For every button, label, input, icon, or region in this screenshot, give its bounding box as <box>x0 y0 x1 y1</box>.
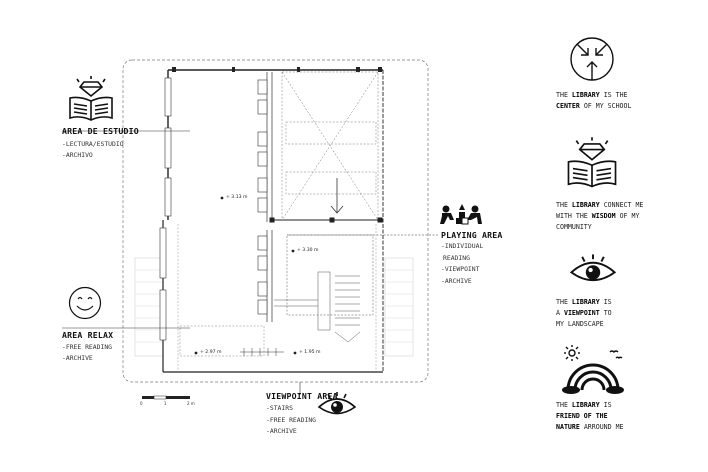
zone-playing: PLAYING AREA -INDIVIDUAL READING -VIEWPO… <box>441 230 503 287</box>
relax-zone-outline <box>179 325 265 357</box>
stmt-text: THE <box>556 298 568 306</box>
zone-item: -VIEWPOINT <box>441 265 480 273</box>
stmt-text: THE <box>556 201 568 209</box>
eye-icon <box>317 392 357 415</box>
stmt-text: IS THE <box>603 91 628 99</box>
playing-children-icon <box>440 204 482 225</box>
stmt-emph: FRIEND OF THE <box>556 412 608 420</box>
level-label: + 3.30 m <box>297 248 319 253</box>
stmt-text: COMMUNITY <box>556 223 592 231</box>
stmt-emph: LIBRARY <box>571 298 600 306</box>
zone-relax: AREA RELAX -FREE READING -ARCHIVE <box>62 330 113 363</box>
statement-wisdom: THE LIBRARY CONNECT ME WITH THE WISDOM O… <box>556 200 643 233</box>
stmt-text: OF MY <box>619 212 640 220</box>
zone-item: -FREE READING <box>266 415 317 424</box>
zone-item: -STAIRS <box>266 404 293 412</box>
zone-title: VIEWPOINT AREA <box>266 391 338 401</box>
zone-item: READING <box>443 253 470 262</box>
stmt-text: CONNECT ME <box>603 201 644 209</box>
scale-bar <box>142 395 190 400</box>
zone-item: -ARCHIVE <box>441 276 472 285</box>
stmt-text: A <box>556 309 560 317</box>
stmt-emph: LIBRARY <box>571 401 600 409</box>
zone-item: -ARCHIVE <box>62 353 93 362</box>
statement-nature: THE LIBRARY IS FRIEND OF THE NATURE ARRO… <box>556 400 624 433</box>
zone-item: -ARCHIVO <box>62 150 93 159</box>
stmt-text: WITH THE <box>556 212 588 220</box>
zone-item: -ARCHIVE <box>266 427 297 436</box>
double-height-void <box>281 71 379 221</box>
stmt-text: OF MY SCHOOL <box>583 102 632 110</box>
stmt-text: MY LANDSCAPE <box>556 320 604 328</box>
top-wall-posts <box>172 67 382 72</box>
level-markers <box>194 196 297 355</box>
level-label: + 1.95 m <box>299 350 321 355</box>
stairs <box>274 271 361 343</box>
eye-icon <box>569 254 617 282</box>
shelves <box>257 79 268 315</box>
book-diamond-icon <box>69 76 113 121</box>
center-arrows-icon <box>570 37 614 81</box>
rainbow-icon <box>562 345 624 394</box>
zone-title: AREA RELAX <box>62 330 114 340</box>
left-windows <box>159 77 172 341</box>
stmt-text: IS <box>603 401 612 409</box>
shelving-wall <box>266 72 273 322</box>
statement-center: THE LIBRARY IS THE CENTER OF MY SCHOOL <box>556 90 631 112</box>
bench-row <box>240 348 284 356</box>
lower-room <box>286 234 374 316</box>
zone-title: PLAYING AREA <box>441 230 503 240</box>
scale-label: 1 <box>164 401 167 406</box>
down-arrow <box>330 178 344 214</box>
smiley-icon <box>68 286 102 320</box>
zone-title: AREA DE ESTUDIO <box>62 126 139 136</box>
stmt-text: IS <box>603 298 612 306</box>
stmt-text: TO <box>603 309 612 317</box>
zone-item: -INDIVIDUAL <box>441 242 484 250</box>
leader-lines <box>62 130 438 395</box>
stmt-text: ARROUND ME <box>583 423 624 431</box>
stmt-emph: WISDOM <box>591 212 616 220</box>
site-boundary <box>122 59 429 383</box>
scale-label: 2 m <box>187 401 195 406</box>
statement-viewpoint: THE LIBRARY IS A VIEWPOINT TO MY LANDSCA… <box>556 297 612 330</box>
stmt-emph: NATURE <box>556 423 580 431</box>
side-terraces <box>134 257 414 357</box>
stmt-text: THE <box>556 91 568 99</box>
level-label: + 3.13 m <box>226 195 248 200</box>
stmt-emph: LIBRARY <box>571 201 600 209</box>
book-diamond-icon <box>567 137 617 188</box>
scale-label: 0 <box>140 401 143 406</box>
stmt-text: THE <box>556 401 568 409</box>
side-terrace-lines <box>135 269 413 343</box>
mezzanine-edge <box>269 217 383 223</box>
zone-item: -LECTURA/ESTUDIO <box>62 140 124 148</box>
stmt-emph: LIBRARY <box>571 91 600 99</box>
zone-item: -FREE READING <box>62 343 113 351</box>
zone-estudio: AREA DE ESTUDIO -LECTURA/ESTUDIO -ARCHIV… <box>62 126 139 160</box>
level-label: + 2.97 m <box>200 350 222 355</box>
zone-viewpoint: VIEWPOINT AREA -STAIRS -FREE READING -AR… <box>266 391 338 438</box>
stmt-emph: VIEWPOINT <box>563 309 600 317</box>
stmt-emph: CENTER <box>556 102 580 110</box>
